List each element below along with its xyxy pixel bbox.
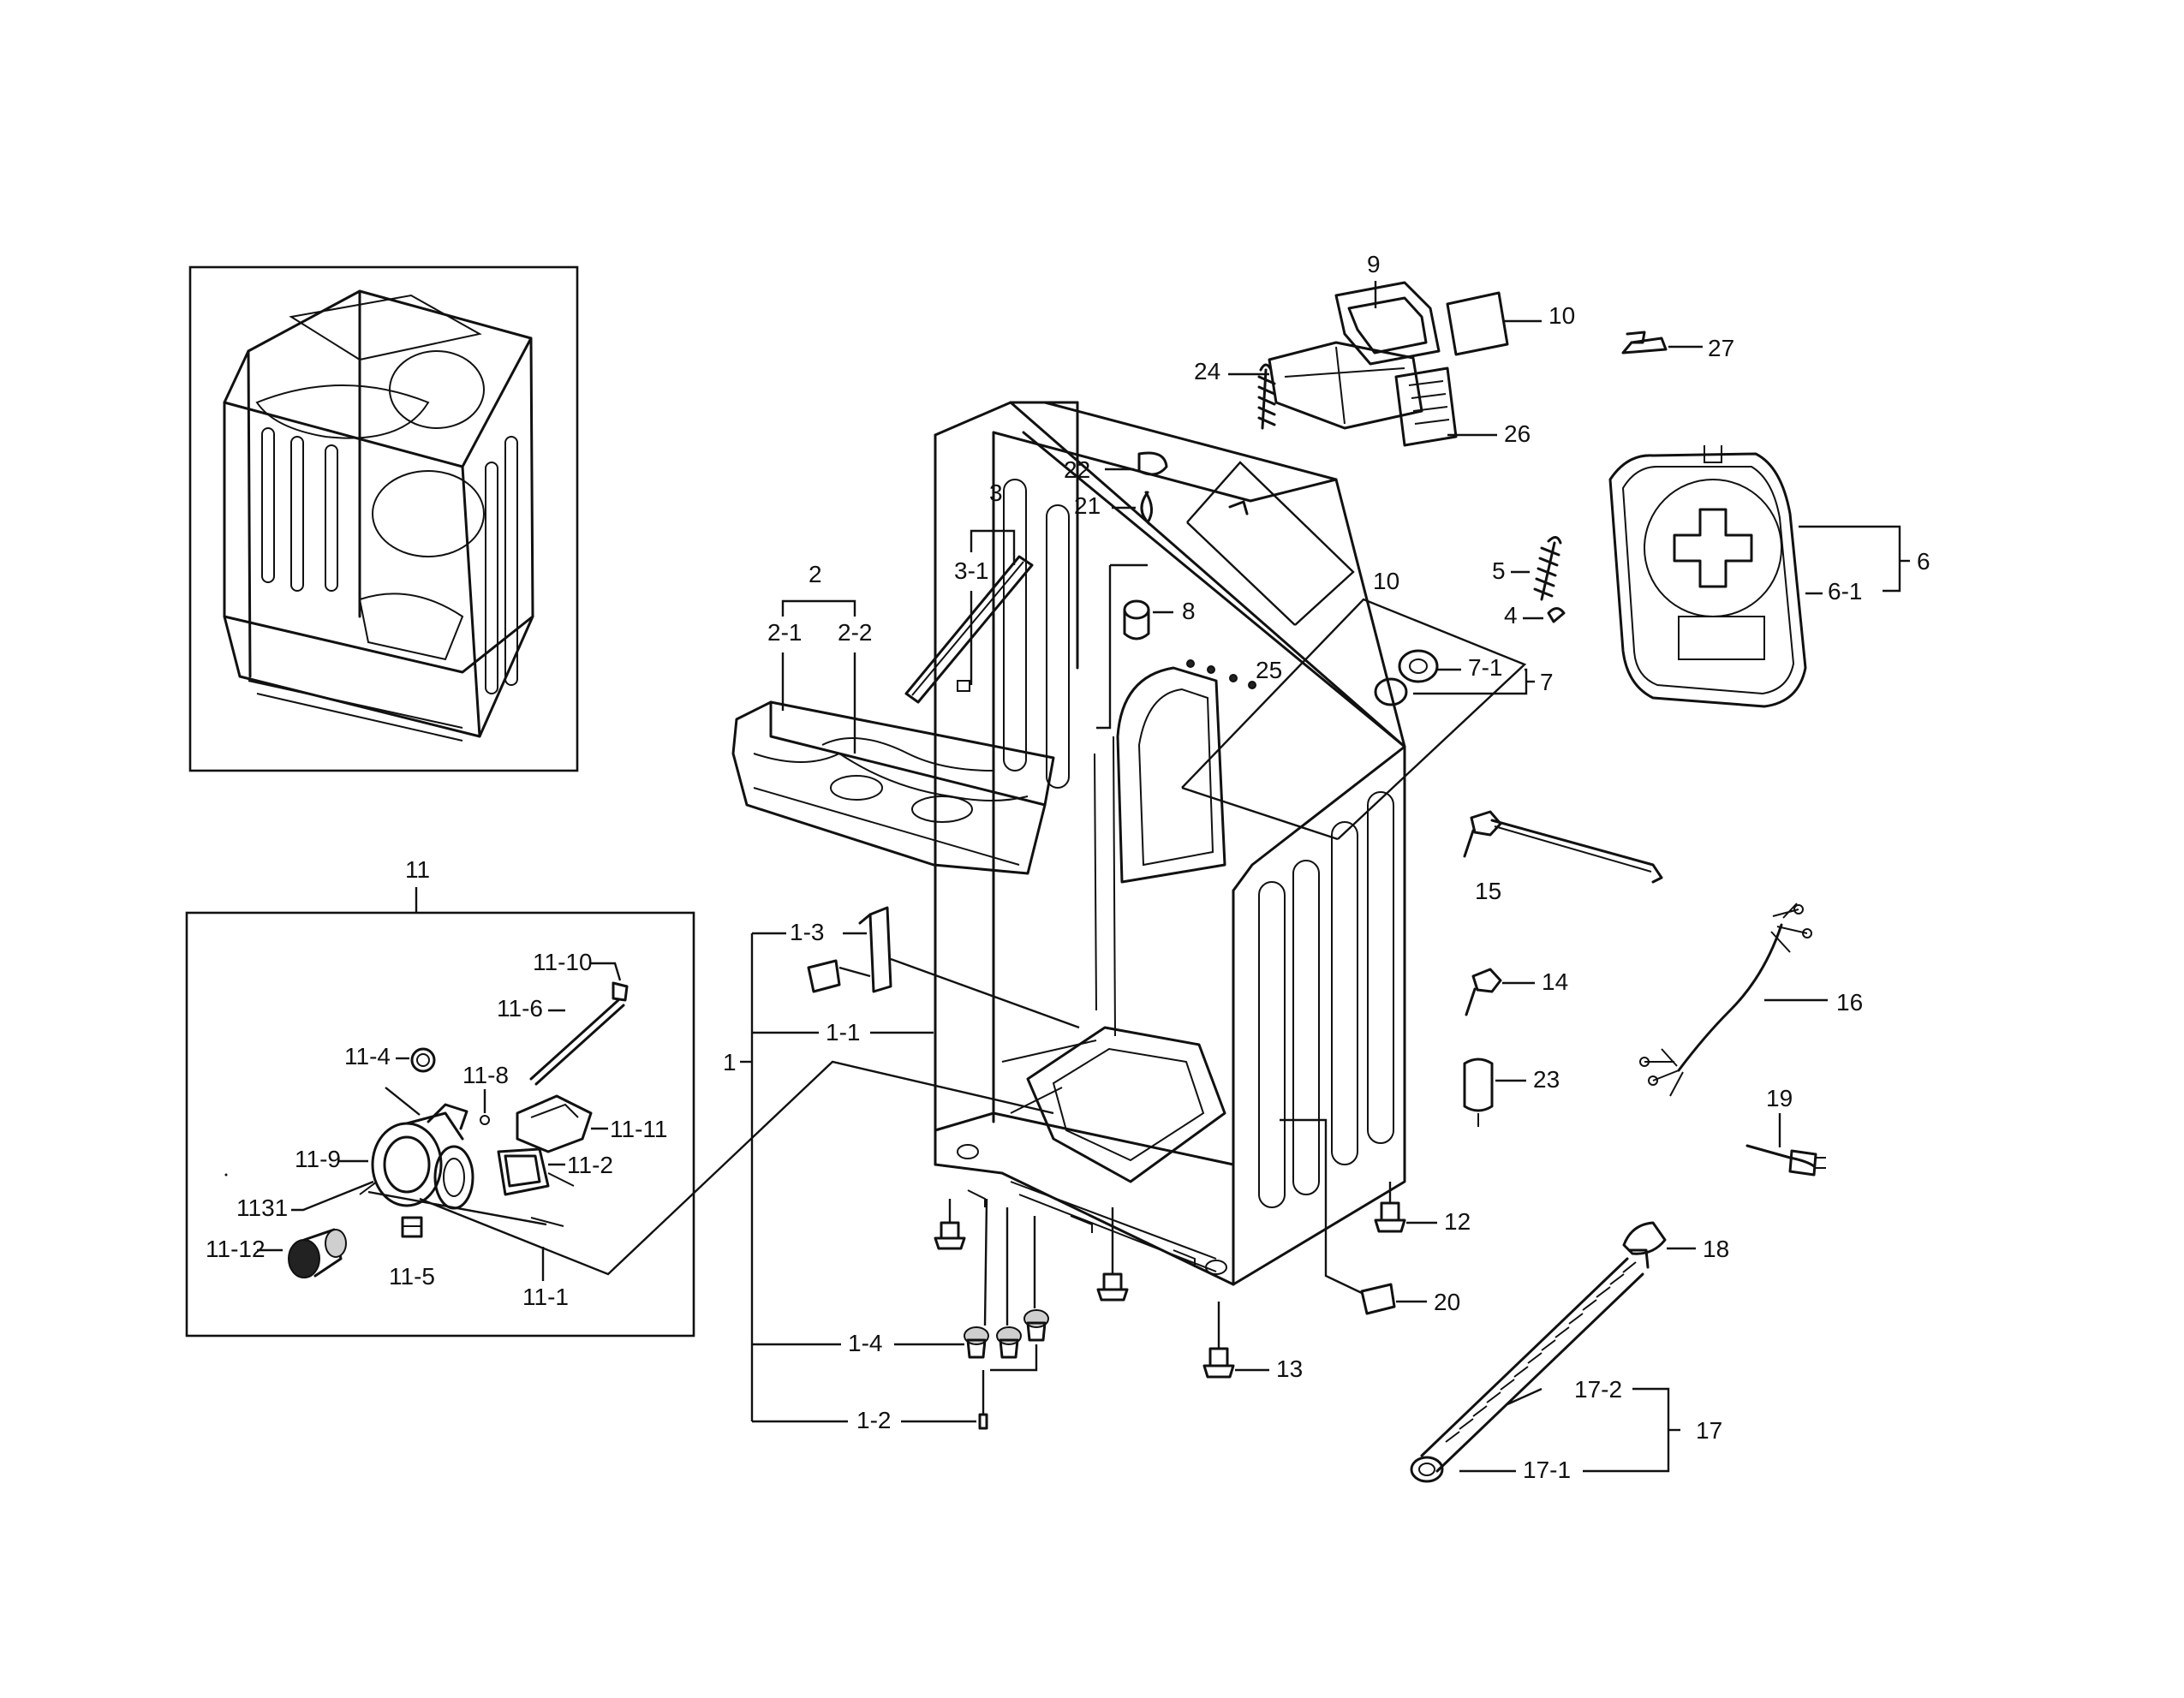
label-18: 18 — [1703, 1236, 1729, 1262]
label-11-10: 11-10 — [533, 949, 593, 975]
label-11-6: 11-6 — [497, 995, 543, 1022]
label-11-9: 11-9 — [295, 1146, 341, 1172]
label-24: 24 — [1194, 358, 1220, 384]
label-11-2: 11-2 — [567, 1152, 613, 1178]
label-17-2: 17-2 — [1574, 1376, 1622, 1403]
label-1131: 1131 — [236, 1195, 288, 1221]
main-cabinet — [934, 401, 1406, 1286]
label-19: 19 — [1766, 1085, 1793, 1111]
label-1-2: 1-2 — [856, 1407, 891, 1433]
label-11-8: 11-8 — [462, 1062, 509, 1088]
label-1-3: 1-3 — [790, 919, 824, 945]
label-27: 27 — [1708, 335, 1734, 361]
inset-frame — [188, 265, 579, 772]
label-6: 6 — [1917, 548, 1930, 575]
label-25: 25 — [1256, 657, 1282, 683]
label-17: 17 — [1696, 1417, 1722, 1444]
label-26: 26 — [1504, 420, 1531, 447]
label-1-4: 1-4 — [848, 1330, 882, 1356]
label-15: 15 — [1475, 878, 1501, 904]
label-7: 7 — [1540, 669, 1554, 695]
label-11-11: 11-11 — [610, 1116, 667, 1142]
label-6-1: 6-1 — [1828, 578, 1862, 605]
assembled-cabinet-inset — [188, 265, 579, 772]
label-7-1: 7-1 — [1468, 654, 1502, 681]
label-21: 21 — [1074, 492, 1101, 519]
label-13: 13 — [1276, 1355, 1303, 1382]
label-11-4: 11-4 — [344, 1043, 391, 1069]
label-2-1: 2-1 — [767, 619, 802, 646]
label-3-1: 3-1 — [954, 557, 988, 584]
part-9-24-26-housing — [1268, 281, 1509, 447]
part-6-rear-cover — [1608, 445, 1807, 708]
label-11: 11 — [405, 856, 430, 883]
label-17-1: 17-1 — [1523, 1457, 1571, 1483]
label-12: 12 — [1444, 1208, 1471, 1235]
leader-2 — [781, 599, 856, 617]
label-1: 1 — [723, 1049, 737, 1075]
label-23: 23 — [1533, 1066, 1560, 1093]
pump-inset-frame — [185, 911, 695, 1338]
label-10b: 10 — [1548, 302, 1575, 329]
label-1-1: 1-1 — [826, 1019, 860, 1046]
label-8: 8 — [1182, 598, 1196, 624]
label-5: 5 — [1492, 557, 1506, 584]
label-11-12: 11-12 — [206, 1236, 266, 1262]
label-11-1: 11-1 — [522, 1284, 569, 1310]
label-10a: 10 — [1373, 568, 1399, 594]
label-11-5: 11-5 — [389, 1263, 435, 1290]
pump-assembly-inset: 11 11-10 11-6 11-4 11-8 11-11 11-9 — [185, 856, 1054, 1338]
label-9: 9 — [1367, 251, 1381, 277]
part-3-rail — [904, 555, 1034, 704]
part-2-control-panel — [731, 700, 1055, 875]
label-2-2: 2-2 — [838, 619, 872, 646]
label-4: 4 — [1504, 602, 1518, 629]
label-20: 20 — [1434, 1289, 1460, 1315]
label-2: 2 — [809, 561, 822, 587]
part-17-drain-hose — [1410, 1248, 1650, 1483]
part-16-wire-harness — [1639, 903, 1812, 1097]
label-3: 3 — [989, 480, 1003, 506]
label-14: 14 — [1542, 968, 1568, 995]
label-16: 16 — [1836, 989, 1863, 1016]
label-22: 22 — [1064, 456, 1090, 483]
